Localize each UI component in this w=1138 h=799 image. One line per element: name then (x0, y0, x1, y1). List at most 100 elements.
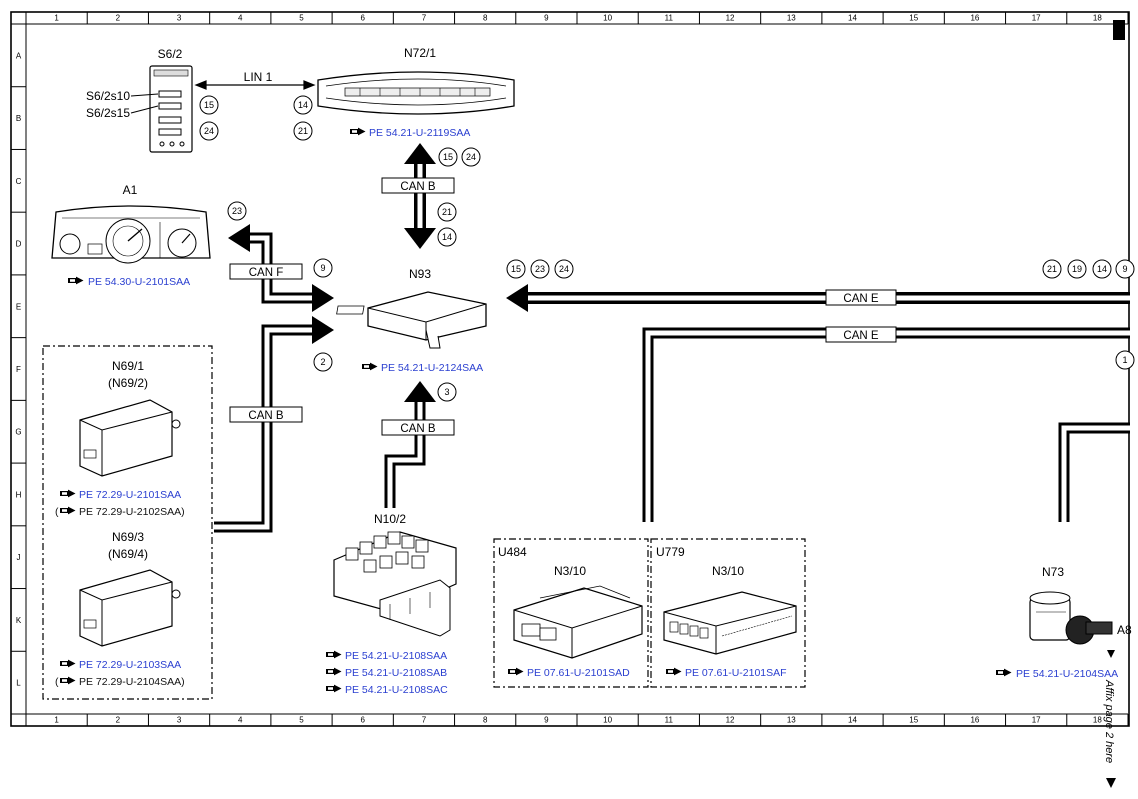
marker-circle: 19 (1067, 259, 1087, 279)
grid-column-label: 7 (422, 14, 427, 23)
can-f-label: CAN F (249, 267, 284, 279)
n69-4-ref[interactable]: PE 72.29-U-2104SAA) (79, 676, 185, 688)
a1-ref[interactable]: PE 54.30-U-2101SAA (88, 276, 190, 288)
component-n93 (336, 291, 487, 349)
grid-row-label: J (17, 553, 21, 562)
marker-circle: 9 (1115, 259, 1135, 279)
a8-partial-label: A8 (1117, 623, 1132, 637)
grid-column-label: 18 (1093, 716, 1102, 725)
grid-column-label: 14 (848, 14, 857, 23)
marker-circle: 23 (227, 201, 247, 221)
grid-column-label: 16 (970, 14, 979, 23)
grid-row-label: F (16, 365, 21, 374)
reference-hand-icon (362, 362, 378, 371)
row-ticks (11, 23, 26, 715)
s6-2s10-label: S6/2s10 (86, 89, 130, 103)
n69-2-label: (N69/2) (108, 376, 148, 390)
svg-text:24: 24 (559, 264, 569, 274)
grid-column-label: 4 (238, 14, 243, 23)
reference-hand-icon (60, 659, 76, 668)
column-ticks (25, 12, 1129, 726)
component-a1 (51, 205, 211, 264)
component-n69-1 (79, 399, 181, 477)
u484-group-box (493, 538, 649, 688)
n10-2-label: N10/2 (374, 512, 406, 526)
can-e-upper-bus (506, 284, 1130, 312)
n69-1-ref[interactable]: PE 72.29-U-2101SAA (79, 489, 181, 501)
marker-circle: 3 (437, 382, 457, 402)
can-b-n69-bus (214, 316, 334, 533)
grid-column-label: 13 (787, 716, 796, 725)
n73-ref[interactable]: PE 54.21-U-2104SAA (1016, 668, 1118, 680)
grid-column-label: 4 (238, 716, 243, 725)
grid-column-label: 6 (360, 14, 365, 23)
grid-column-label: 12 (726, 14, 735, 23)
grid-column-label: 7 (422, 716, 427, 725)
marker-circle: 15 (506, 259, 526, 279)
svg-text:1: 1 (1122, 355, 1127, 365)
margin-arrow-icon (1106, 778, 1116, 788)
marker-circle: 1 (1115, 350, 1135, 370)
reference-hand-icon (508, 667, 524, 676)
n69-2-ref[interactable]: PE 72.29-U-2102SAA) (79, 506, 185, 518)
grid-row-label: D (16, 240, 22, 249)
can-e-upper-label: CAN E (843, 293, 878, 305)
reference-hand-icon (68, 276, 84, 285)
component-n69-3 (79, 569, 181, 647)
n69-3-ref[interactable]: PE 72.29-U-2103SAA (79, 659, 181, 671)
reference-hand-icon (996, 668, 1012, 677)
marker-circle: 24 (554, 259, 574, 279)
grid-column-label: 1 (54, 716, 59, 725)
n72-1-label: N72/1 (404, 46, 436, 60)
u484-ref[interactable]: PE 07.61-U-2101SAD (527, 667, 630, 679)
u779-ref[interactable]: PE 07.61-U-2101SAF (685, 667, 787, 679)
marker-circle: 2 (313, 352, 333, 372)
u779-label: U779 (656, 545, 685, 559)
reference-hand-icon (60, 506, 76, 515)
grid-column-label: 17 (1032, 14, 1041, 23)
n69-4-label: (N69/4) (108, 547, 148, 561)
grid-row-label: B (16, 114, 21, 123)
grid-column-label: 13 (787, 14, 796, 23)
connection-markers: 15 24 14 21 15 24 21 14 23 9 2 3 15 23 2… (199, 95, 1135, 402)
u779-group-box (650, 538, 806, 688)
n10-2-ref-3[interactable]: PE 54.21-U-2108SAC (345, 684, 448, 696)
svg-text:15: 15 (511, 264, 521, 274)
grid-row-label: G (15, 428, 21, 437)
svg-text:24: 24 (466, 152, 476, 162)
svg-text:15: 15 (204, 100, 214, 110)
grid-column-label: 12 (726, 716, 735, 725)
marker-circle: 21 (437, 202, 457, 222)
can-b-vertical-bus (404, 143, 436, 249)
reference-hand-icon (326, 650, 342, 659)
grid-column-label: 10 (603, 14, 612, 23)
grid-column-label: 10 (603, 716, 612, 725)
can-b-n10-bus (384, 381, 436, 508)
n72-1-ref[interactable]: PE 54.21-U-2119SAA (369, 127, 470, 139)
grid-row-label: L (16, 679, 21, 688)
svg-text:23: 23 (232, 206, 242, 216)
grid-column-label: 15 (909, 716, 918, 725)
grid-column-label: 5 (299, 716, 304, 725)
component-n72-1 (317, 71, 515, 115)
svg-text:2: 2 (320, 357, 325, 367)
component-n73 (1029, 591, 1113, 645)
n93-label: N93 (409, 267, 431, 281)
component-n10-2 (333, 531, 457, 637)
n10-2-ref-1[interactable]: PE 54.21-U-2108SAA (345, 650, 447, 662)
margin-arrow-icon (1107, 650, 1115, 658)
a1-label: A1 (123, 183, 138, 197)
component-s6-2 (130, 65, 193, 153)
n69-group-box (42, 345, 213, 700)
marker-circle: 14 (437, 227, 457, 247)
grid-row-label: E (16, 302, 21, 311)
marker-circle: 21 (293, 121, 313, 141)
n10-2-ref-2[interactable]: PE 54.21-U-2108SAB (345, 667, 447, 679)
grid-column-label: 5 (299, 14, 304, 23)
svg-text:14: 14 (298, 100, 308, 110)
n73-label: N73 (1042, 565, 1064, 579)
grid-column-label: 2 (116, 14, 121, 23)
n93-ref[interactable]: PE 54.21-U-2124SAA (381, 362, 483, 374)
svg-text:21: 21 (1047, 264, 1057, 274)
